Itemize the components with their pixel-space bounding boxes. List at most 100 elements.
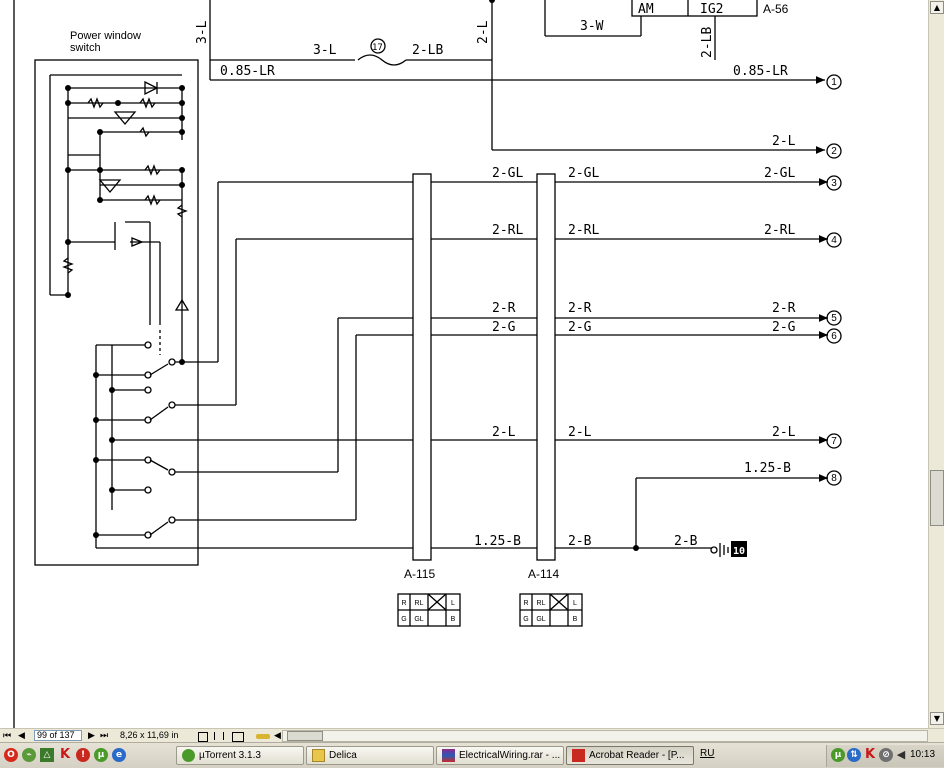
pin-a115-pin-rl: RL <box>415 600 424 607</box>
pin-a115-pin-r: R <box>401 600 406 607</box>
status-bar: ⏮ ◀ 99 of 137 ▶ ⏭ 8,26 x 11,69 in ◀ <box>0 728 944 742</box>
connector-a114-label: A-114 <box>528 567 559 581</box>
utorrent-quicklaunch-icon[interactable]: µ <box>94 748 108 762</box>
volume-icon[interactable]: ◀ <box>896 748 906 761</box>
scroll-down-button[interactable]: ▼ <box>930 712 944 725</box>
wire-label-2l-top-right: 2-L <box>772 134 796 149</box>
wire-label-3l: 3-L <box>313 43 337 58</box>
vertical-scroll-thumb[interactable] <box>930 470 944 526</box>
browser-icon[interactable]: e <box>112 748 126 762</box>
wire-label-2l-b: 2-L <box>568 425 592 440</box>
wire-label-125b-right: 1.25-B <box>744 461 791 476</box>
terminal-number-3: 3 <box>831 178 837 189</box>
last-page-button[interactable]: ⏭ <box>100 730 109 740</box>
ground-number: 10 <box>733 546 745 557</box>
switch-label-line1: Power window <box>70 30 141 42</box>
wire-label-2rl-a: 2-RL <box>492 223 523 238</box>
horizontal-scroll-thumb[interactable] <box>287 731 323 741</box>
network-icon[interactable]: ⌁ <box>22 748 36 762</box>
triangle-icon[interactable]: △ <box>40 748 54 762</box>
connector-a56: A-56 <box>763 2 789 16</box>
ignition-am: AM <box>638 2 654 17</box>
taskbar-button-label: Acrobat Reader - [P... <box>589 750 685 761</box>
winrar-icon <box>442 749 455 762</box>
wire-label-2l-c: 2-L <box>772 425 796 440</box>
wiring-diagram: Power window switch 3-L 3-L 17 2-LB 2-L … <box>13 0 842 728</box>
single-page-icon[interactable] <box>198 732 208 742</box>
taskbar-button-acrobat[interactable]: Acrobat Reader - [P... <box>566 746 694 765</box>
wire-label-2g-b: 2-G <box>568 320 592 335</box>
taskbar-button-utorrent[interactable]: µTorrent 3.1.3 <box>176 746 304 765</box>
pin-a114-pin-rl: RL <box>537 600 546 607</box>
language-indicator[interactable]: RU <box>700 748 715 759</box>
wire-label-2r-b: 2-R <box>568 301 592 316</box>
terminal-number-4: 4 <box>831 235 837 246</box>
first-page-button[interactable]: ⏮ <box>3 730 12 740</box>
facing-pages-icon[interactable] <box>232 732 244 742</box>
horizontal-scrollbar[interactable] <box>282 730 928 742</box>
folder-icon <box>312 749 325 762</box>
switch-label-line2: switch <box>70 42 101 54</box>
pin-a115-pin-g: G <box>401 616 406 623</box>
taskbar-button-delica[interactable]: Delica <box>306 746 434 765</box>
ignition-ig2: IG2 <box>700 2 723 17</box>
wire-label-2g-a: 2-G <box>492 320 516 335</box>
fuse-number: 17 <box>372 43 383 53</box>
opera-icon[interactable]: O <box>4 748 18 762</box>
kaspersky-tray-icon[interactable]: K <box>864 747 876 762</box>
terminal-number-2: 2 <box>831 146 837 157</box>
clock[interactable]: 10:13 <box>910 749 936 760</box>
wire-label-3w: 3-W <box>580 19 604 34</box>
pin-a114-pin-gl: GL <box>536 616 545 623</box>
page-size-label: 8,26 x 11,69 in <box>120 730 179 740</box>
wire-label-125b-ground: 1.25-B <box>474 534 521 549</box>
wire-label-2g-c: 2-G <box>772 320 796 335</box>
key-icon <box>256 734 270 739</box>
wire-label-2rl-b: 2-RL <box>568 223 599 238</box>
wire-label-2lb-vertical: 2-LB <box>700 27 715 58</box>
wire-label-2r-a: 2-R <box>492 301 516 316</box>
terminal-number-6: 6 <box>831 331 837 342</box>
scroll-up-button[interactable]: ▲ <box>930 1 944 14</box>
antivirus-icon[interactable]: ! <box>76 748 90 762</box>
continuous-icon[interactable] <box>214 732 224 740</box>
wire-label-2gl-b: 2-GL <box>568 166 599 181</box>
terminal-number-5: 5 <box>831 313 837 324</box>
shield-tray-icon[interactable]: ⊘ <box>879 748 893 762</box>
utorrent-icon <box>182 749 195 762</box>
acrobat-icon <box>572 749 585 762</box>
wire-label-2r-c: 2-R <box>772 301 796 316</box>
wire-label-3l-vertical: 3-L <box>195 20 210 44</box>
network-tray-icon[interactable]: ⇅ <box>847 748 861 762</box>
wire-label-2gl-a: 2-GL <box>492 166 523 181</box>
wire-label-085lr-left: 0.85-LR <box>220 64 275 79</box>
wire-label-2l-a: 2-L <box>492 425 516 440</box>
pin-a115-pin-b: B <box>451 616 456 623</box>
wire-label-2b-ground: 2-B <box>674 534 698 549</box>
pin-a114-pin-l: L <box>573 600 577 607</box>
scroll-left-button[interactable]: ◀ <box>274 730 281 740</box>
page-number-field[interactable]: 99 of 137 <box>34 730 82 741</box>
utorrent-tray-icon[interactable]: µ <box>831 748 845 762</box>
taskbar: O ⌁ △ K ! µ e µTorrent 3.1.3 Delica Elec… <box>0 742 944 768</box>
terminal-number-7: 7 <box>831 436 837 447</box>
vertical-scrollbar[interactable]: ▲ ▼ <box>928 0 944 728</box>
pin-a114-pin-b: B <box>573 616 578 623</box>
wire-label-2lb: 2-LB <box>412 43 443 58</box>
terminal-number-8: 8 <box>831 473 837 484</box>
taskbar-button-winrar[interactable]: ElectricalWiring.rar - ... <box>436 746 564 765</box>
wire-label-2gl-c: 2-GL <box>764 166 795 181</box>
kaspersky-icon[interactable]: K <box>59 747 71 762</box>
wire-label-2b-a: 2-B <box>568 534 592 549</box>
connector-a115-label: A-115 <box>404 567 435 581</box>
taskbar-button-label: ElectricalWiring.rar - ... <box>459 750 561 761</box>
terminal-number-1: 1 <box>831 77 837 88</box>
pin-a114-pin-g: G <box>523 616 528 623</box>
wire-label-085lr-right: 0.85-LR <box>733 64 788 79</box>
pin-a114-pin-r: R <box>523 600 528 607</box>
wire-label-2rl-c: 2-RL <box>764 223 795 238</box>
document-viewport[interactable]: Power window switch 3-L 3-L 17 2-LB 2-L … <box>0 0 928 728</box>
prev-page-button[interactable]: ◀ <box>18 730 25 740</box>
next-page-button[interactable]: ▶ <box>88 730 95 740</box>
taskbar-button-label: Delica <box>329 750 357 761</box>
